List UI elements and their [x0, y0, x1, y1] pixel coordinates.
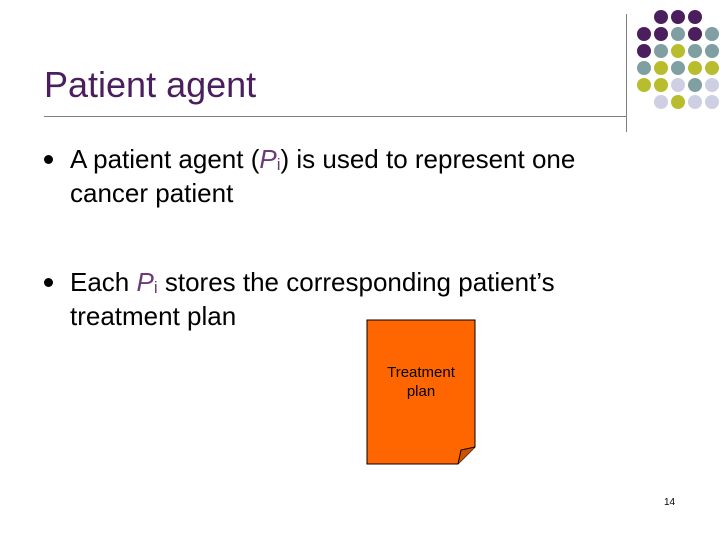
decorative-dot — [671, 78, 685, 92]
decorative-dot — [637, 78, 651, 92]
decorative-dot — [705, 61, 719, 75]
bullet-text: A patient agent (Pi) is used to represen… — [70, 144, 670, 209]
vertical-divider — [626, 14, 627, 132]
bullet-text: Each Pi stores the corresponding patient… — [70, 267, 670, 332]
decorative-dot — [671, 44, 685, 58]
decorative-dot — [705, 95, 719, 109]
document-label-line: plan — [406, 383, 436, 400]
decorative-dot — [654, 95, 668, 109]
decorative-dot — [705, 78, 719, 92]
document-label: Treatment plan — [366, 363, 476, 401]
decorative-dot — [705, 27, 719, 41]
decorative-dot — [671, 10, 685, 24]
bullet-text-segment: treatment plan — [70, 301, 237, 331]
bullet-text-segment: cancer patient — [70, 178, 234, 208]
variable-subscript: i — [153, 278, 158, 297]
treatment-plan-document: Treatment plan — [366, 319, 476, 465]
decorative-dot — [654, 61, 668, 75]
title-underline — [44, 116, 626, 117]
bullet-text-segment: A patient agent ( — [70, 144, 260, 174]
slide-title: Patient agent — [44, 64, 257, 105]
decorative-dot — [688, 61, 702, 75]
bullet-icon — [44, 155, 53, 164]
decorative-dot — [671, 61, 685, 75]
decorative-dot — [654, 44, 668, 58]
decorative-dot — [654, 78, 668, 92]
page-number: 14 — [664, 497, 676, 508]
decorative-dot — [688, 44, 702, 58]
decorative-dot — [637, 27, 651, 41]
document-label-line: Treatment — [387, 364, 455, 381]
decorative-dot — [688, 10, 702, 24]
decorative-dot — [671, 95, 685, 109]
bullet-text-segment: stores the corresponding patient’s — [157, 267, 555, 297]
variable-p: P — [259, 144, 277, 174]
bullet-icon — [44, 278, 53, 287]
decorative-dot — [705, 44, 719, 58]
decorative-dot — [688, 27, 702, 41]
bullet-text-segment: Each — [70, 267, 137, 297]
variable-subscript: i — [276, 155, 281, 174]
variable-p: P — [136, 267, 154, 297]
decorative-dot — [671, 27, 685, 41]
bullet-text-segment: ) is used to represent one — [280, 144, 576, 174]
document-icon — [366, 319, 476, 465]
decorative-dot — [637, 61, 651, 75]
decorative-dot — [688, 78, 702, 92]
decorative-dot — [688, 95, 702, 109]
decorative-dot — [654, 10, 668, 24]
decorative-dot — [637, 44, 651, 58]
decorative-dot — [654, 27, 668, 41]
